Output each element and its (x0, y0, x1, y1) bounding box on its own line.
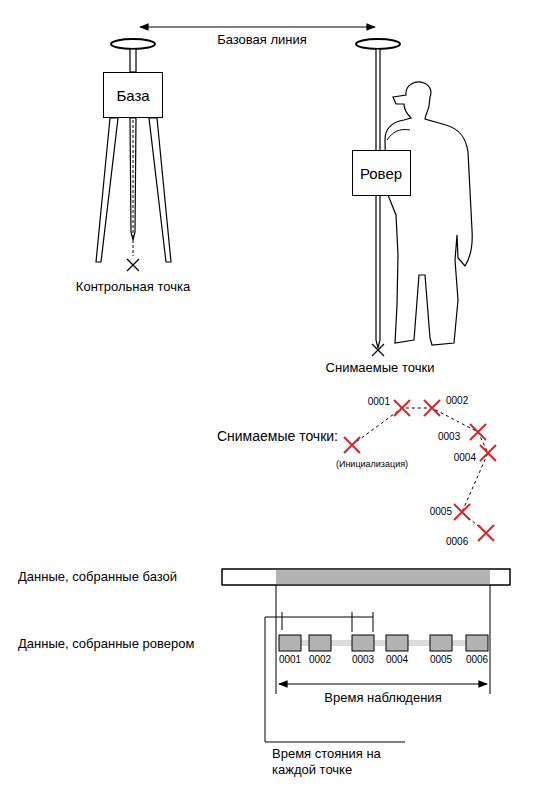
block-number: 0003 (352, 654, 374, 666)
span-line (276, 585, 277, 694)
survey-point-x (344, 437, 360, 453)
rover-data-blocks (279, 635, 488, 651)
block-number: 0004 (386, 654, 408, 666)
base-station (96, 39, 171, 271)
baseline-arrow (140, 26, 375, 27)
rover-data-block (466, 635, 488, 651)
observation-arrow (279, 683, 487, 684)
rover-surveyor (356, 39, 472, 356)
surveyed-points-label: Снимаемые точки (326, 360, 435, 376)
box-label: Ровер (360, 165, 402, 182)
block-number: 0005 (430, 654, 452, 666)
block-number: 0006 (466, 654, 488, 666)
survey-point-x (470, 424, 486, 440)
station-time-label: Время стояния на каждой точке (272, 746, 400, 777)
base-data-bar (222, 569, 510, 585)
control-point-label: Контрольная точка (76, 279, 190, 295)
rover-data-block (386, 635, 408, 651)
survey-route (352, 408, 488, 533)
block-number: 0001 (279, 654, 301, 666)
rover-data-block (430, 635, 452, 651)
initialization-note: (Инициализация) (336, 459, 408, 470)
box-label: База (116, 87, 149, 104)
base-box: База (103, 72, 163, 118)
point-number: 0005 (430, 506, 452, 518)
point-number: 0003 (438, 431, 460, 443)
rover-box: Ровер (352, 150, 411, 196)
base-data-label: Данные, собранные базой (18, 569, 177, 585)
block-number: 0002 (309, 654, 331, 666)
survey-point-x (394, 400, 410, 416)
point-number: 0004 (454, 452, 476, 464)
survey-point-x (478, 525, 494, 541)
survey-point-x (424, 400, 440, 416)
rover-data-block (309, 635, 331, 651)
base-data-span (276, 570, 490, 585)
rover-data-block (279, 635, 301, 651)
observation-time-label: Время наблюдения (324, 690, 441, 706)
rover-data-label: Данные, собранные ровером (18, 636, 194, 652)
survey-point-x (454, 504, 470, 520)
point-number: 0001 (368, 396, 390, 408)
point-number: 0002 (446, 395, 468, 407)
surveyed-points-heading: Снимаемые точки: (217, 428, 338, 445)
survey-point-x (480, 445, 496, 461)
rover-data-block (352, 635, 374, 651)
station-time-bracket (265, 612, 405, 742)
survey-point-marks (344, 400, 496, 541)
span-line (490, 585, 491, 694)
point-number: 0006 (446, 536, 468, 548)
baseline-label: Базовая линия (217, 32, 307, 48)
